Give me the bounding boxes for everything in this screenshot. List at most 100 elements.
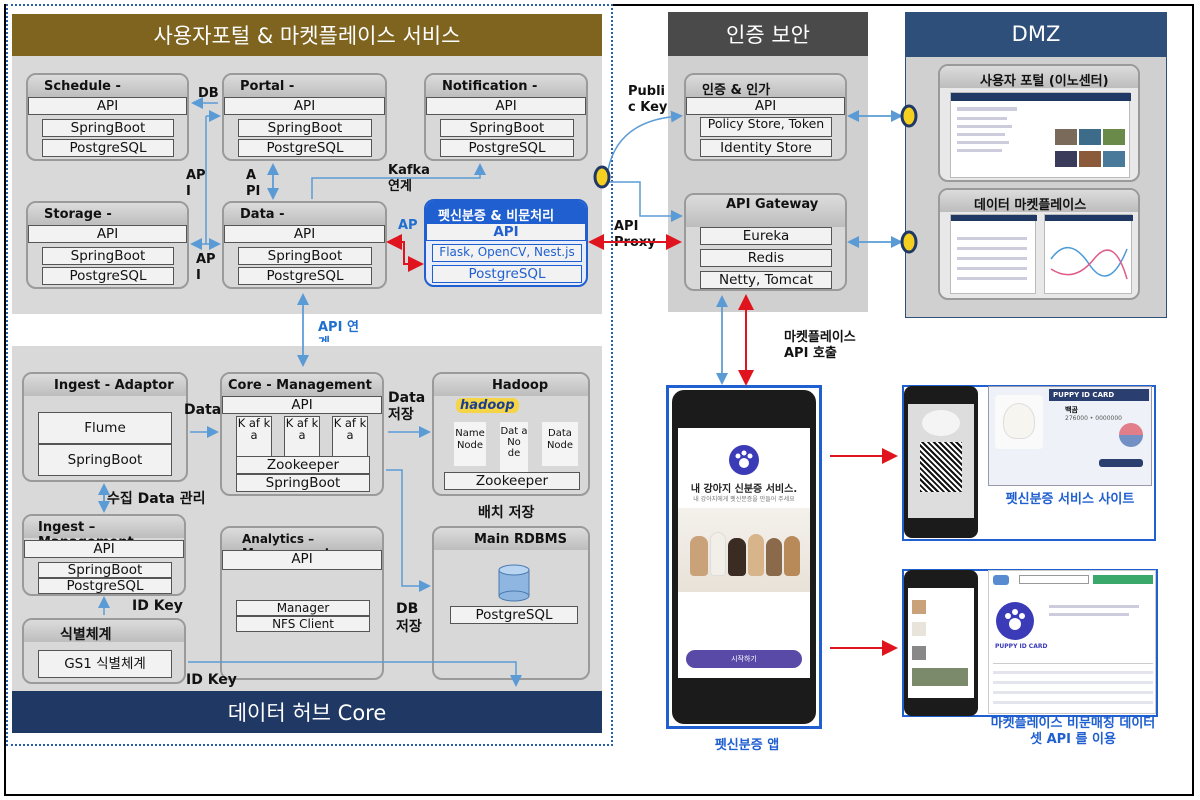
core-mgmt-framework: SpringBoot [236, 474, 370, 492]
hadoop-data-node-1: Dat a No de [500, 422, 528, 472]
batch-store-label: 배치 저장 [478, 505, 535, 521]
analytics-nfs: NFS Client [236, 616, 370, 632]
app-phone: 내 강아지 신분증 서비스. 내 강아지에게 펫신분증을 만들어 주세요 시작하… [672, 390, 816, 724]
portal-db: PostgreSQL [238, 139, 372, 157]
id-system-gs1: GS1 식별체계 [38, 650, 172, 678]
dog-photo [995, 395, 1043, 449]
api-label-3: AP I [196, 252, 216, 283]
cert-phone-screen [908, 404, 974, 518]
ingest-adaptor-framework: SpringBoot [38, 444, 172, 476]
analytics-module: Analytics – Management API Manager NFS C… [220, 526, 384, 680]
petcert-title: 펫신분증 & 비문처리 [426, 201, 586, 224]
puppy-logo-icon [729, 445, 759, 475]
rdbms-module: Main RDBMS PostgreSQL [432, 526, 590, 680]
portal-site-title: 사용자 포털 (이노센터) [940, 66, 1138, 89]
db-label: DB [198, 86, 219, 101]
market-web: PUPPY ID CARD [988, 570, 1156, 714]
flag-icon [1119, 423, 1143, 447]
core-mgmt-module: Core - Management API K af k a K af k a … [220, 372, 384, 496]
schedule-framework: SpringBoot [42, 119, 174, 137]
ingest-adaptor-flume: Flume [38, 412, 172, 444]
core-mgmt-zookeeper: Zookeeper [236, 456, 370, 474]
cert-phone [904, 386, 978, 538]
hadoop-data-node-2: Data Node [542, 422, 578, 466]
market-api-label: 마켓플레이스 API 호출 [784, 330, 856, 361]
petcert-module: 펫신분증 & 비문처리 API Flask, OpenCV, Nest.js P… [424, 199, 588, 287]
portal-title: Portal - [224, 75, 385, 97]
auth-module: 인증 & 인가 API Policy Store, Token Identity… [684, 73, 847, 161]
analytics-title: Analytics – Management [222, 528, 382, 560]
petcert-api: API [426, 223, 586, 241]
petcert-framework: Flask, OpenCV, Nest.js [432, 244, 582, 262]
auth-identity-store: Identity Store [700, 139, 832, 157]
hadoop-module: Hadoop hadoop Name Node Dat a No de Data… [432, 372, 590, 496]
data-title: Data - [224, 203, 385, 225]
ingest-adaptor-title: Ingest - Adaptor [24, 374, 186, 396]
api-label-1: AP I [186, 168, 206, 199]
dogs-photo [678, 508, 810, 592]
card-number: 276000 • 0000000 [1065, 415, 1122, 422]
data-label: Data [184, 402, 222, 418]
data-db: PostgreSQL [238, 267, 372, 285]
notification-db: PostgreSQL [440, 139, 574, 157]
id-key-label-1: ID Key [132, 598, 183, 614]
card-name: 백곰 [1065, 406, 1078, 414]
auth-api: API [686, 97, 845, 115]
schedule-module: Schedule - API SpringBoot PostgreSQL [26, 73, 189, 161]
hadoop-title: Hadoop [434, 374, 588, 396]
hadoop-zookeeper: Zookeeper [444, 472, 580, 490]
ingest-mgmt-api: API [24, 540, 184, 558]
kafka-node-2: K af k a [284, 416, 320, 462]
gateway-title: API Gateway [686, 195, 845, 227]
public-key-label: Publi c Key [628, 84, 668, 115]
data-module: Data - API SpringBoot PostgreSQL [222, 201, 387, 289]
market-phone [904, 570, 978, 716]
app-screen: 내 강아지 신분증 서비스. 내 강아지에게 펫신분증을 만들어 주세요 시작하… [678, 428, 810, 678]
gateway-netty: Netty, Tomcat [700, 271, 832, 289]
auth-title: 인증 & 인가 [686, 75, 845, 98]
database-icon [498, 564, 530, 602]
hadoop-name-node: Name Node [454, 422, 486, 466]
portal-framework: SpringBoot [238, 119, 372, 137]
market-logo-text: PUPPY ID CARD [995, 643, 1048, 650]
rdbms-db: PostgreSQL [450, 606, 578, 624]
qr-code-icon [920, 442, 962, 492]
id-key-label-2: ID Key [186, 672, 237, 688]
app-frame [666, 385, 822, 729]
portal-banner: 사용자포털 & 마켓플레이스 서비스 [12, 14, 602, 56]
data-store-label: Data 저장 [388, 390, 426, 423]
market-site-screenshot-1 [950, 214, 1037, 294]
gateway-eureka: Eureka [700, 227, 832, 245]
gateway-redis: Redis [700, 249, 832, 267]
market-phone-screen [908, 588, 974, 698]
rdbms-title: Main RDBMS [434, 528, 588, 550]
collect-label: 수집 Data 관리 [107, 491, 206, 507]
storage-title: Storage - [28, 203, 187, 225]
schedule-db: PostgreSQL [42, 139, 174, 157]
portal-site-screenshot [950, 92, 1131, 178]
market-site-screenshot-2 [1044, 214, 1133, 294]
dmz-banner: DMZ [905, 12, 1167, 56]
auth-banner: 인증 보안 [668, 12, 868, 56]
app-subtitle: 내 강아지에게 펫신분증을 만들어 주세요 [693, 496, 795, 503]
data-api: API [224, 225, 385, 243]
portal-module: Portal - API SpringBoot PostgreSQL [222, 73, 387, 161]
petcert-db: PostgreSQL [432, 265, 582, 283]
market-site-chart [1050, 247, 1128, 280]
core-mgmt-title: Core - Management [222, 374, 382, 396]
start-button[interactable]: 시작하기 [686, 650, 802, 668]
ingest-adaptor-module: Ingest - Adaptor Flume SpringBoot [22, 372, 188, 482]
id-card-header: PUPPY ID CARD [1049, 389, 1149, 401]
api-link-label: API 연계 [318, 320, 359, 342]
ingest-mgmt-framework: SpringBoot [38, 562, 172, 578]
app-caption: 펫신분증 앱 [714, 738, 780, 753]
storage-api: API [28, 225, 187, 243]
puppy-id-card-logo-icon [996, 602, 1034, 640]
analytics-api: API [222, 550, 382, 570]
db-store-label: DB 저장 [396, 601, 422, 635]
notification-title: Notification - [426, 75, 586, 97]
core-mgmt-api: API [222, 396, 382, 414]
hadoop-logo: hadoop [456, 398, 519, 413]
data-framework: SpringBoot [238, 247, 372, 265]
analytics-manager: Manager [236, 600, 370, 616]
